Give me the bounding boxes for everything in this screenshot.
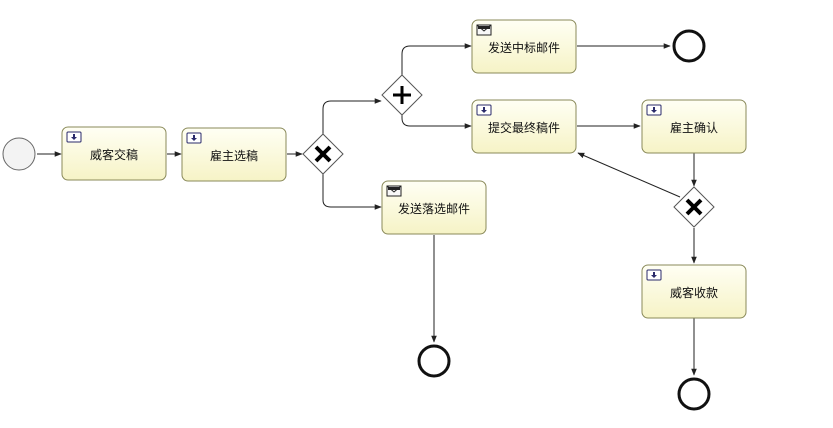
flow-gateway-to-reject-mail[interactable]	[322, 174, 382, 210]
task-label: 雇主选稿	[210, 148, 258, 163]
flow-parallel-to-final-submit[interactable]	[401, 115, 472, 129]
task-label: 发送落选邮件	[398, 201, 470, 216]
plus-icon	[393, 86, 411, 104]
end-event-reject-mail[interactable]	[417, 344, 451, 378]
task-employer-confirm[interactable]: 雇主确认	[641, 99, 747, 154]
mail-icon	[476, 24, 492, 36]
flow-parallel-to-win-mail[interactable]	[401, 43, 472, 75]
task-label: 雇主确认	[670, 120, 718, 135]
gateway-exclusive-confirm[interactable]	[673, 186, 715, 228]
end-event-payment[interactable]	[677, 377, 711, 411]
task-employer-select[interactable]: 雇主选稿	[181, 127, 287, 182]
user-task-icon	[646, 104, 662, 116]
start-event[interactable]	[2, 137, 36, 171]
mail-icon	[386, 185, 402, 197]
task-label: 威客收款	[670, 285, 718, 300]
user-task-icon	[646, 269, 662, 281]
user-task-icon	[186, 132, 202, 144]
task-label: 威客交稿	[90, 147, 138, 162]
task-label: 提交最终稿件	[488, 120, 560, 135]
user-task-icon	[66, 131, 82, 143]
gateway-parallel-fork[interactable]	[381, 74, 423, 116]
gateway-exclusive-select[interactable]	[302, 133, 344, 175]
task-wike-submit[interactable]: 威客交稿	[61, 126, 167, 181]
flow-gateway-to-parallel[interactable]	[322, 98, 382, 134]
task-send-win-mail[interactable]: 发送中标邮件	[471, 19, 577, 74]
flow-gateway-back-to-final-submit[interactable]	[577, 152, 681, 198]
sequence-flows	[37, 43, 697, 376]
task-send-reject-mail[interactable]: 发送落选邮件	[381, 180, 487, 235]
task-submit-final-draft[interactable]: 提交最终稿件	[471, 99, 577, 154]
x-icon	[314, 145, 332, 163]
task-wike-receive-payment[interactable]: 威客收款	[641, 264, 747, 319]
end-event-win-mail[interactable]	[672, 29, 706, 63]
x-icon	[685, 198, 703, 216]
user-task-icon	[476, 104, 492, 116]
task-label: 发送中标邮件	[488, 40, 560, 55]
